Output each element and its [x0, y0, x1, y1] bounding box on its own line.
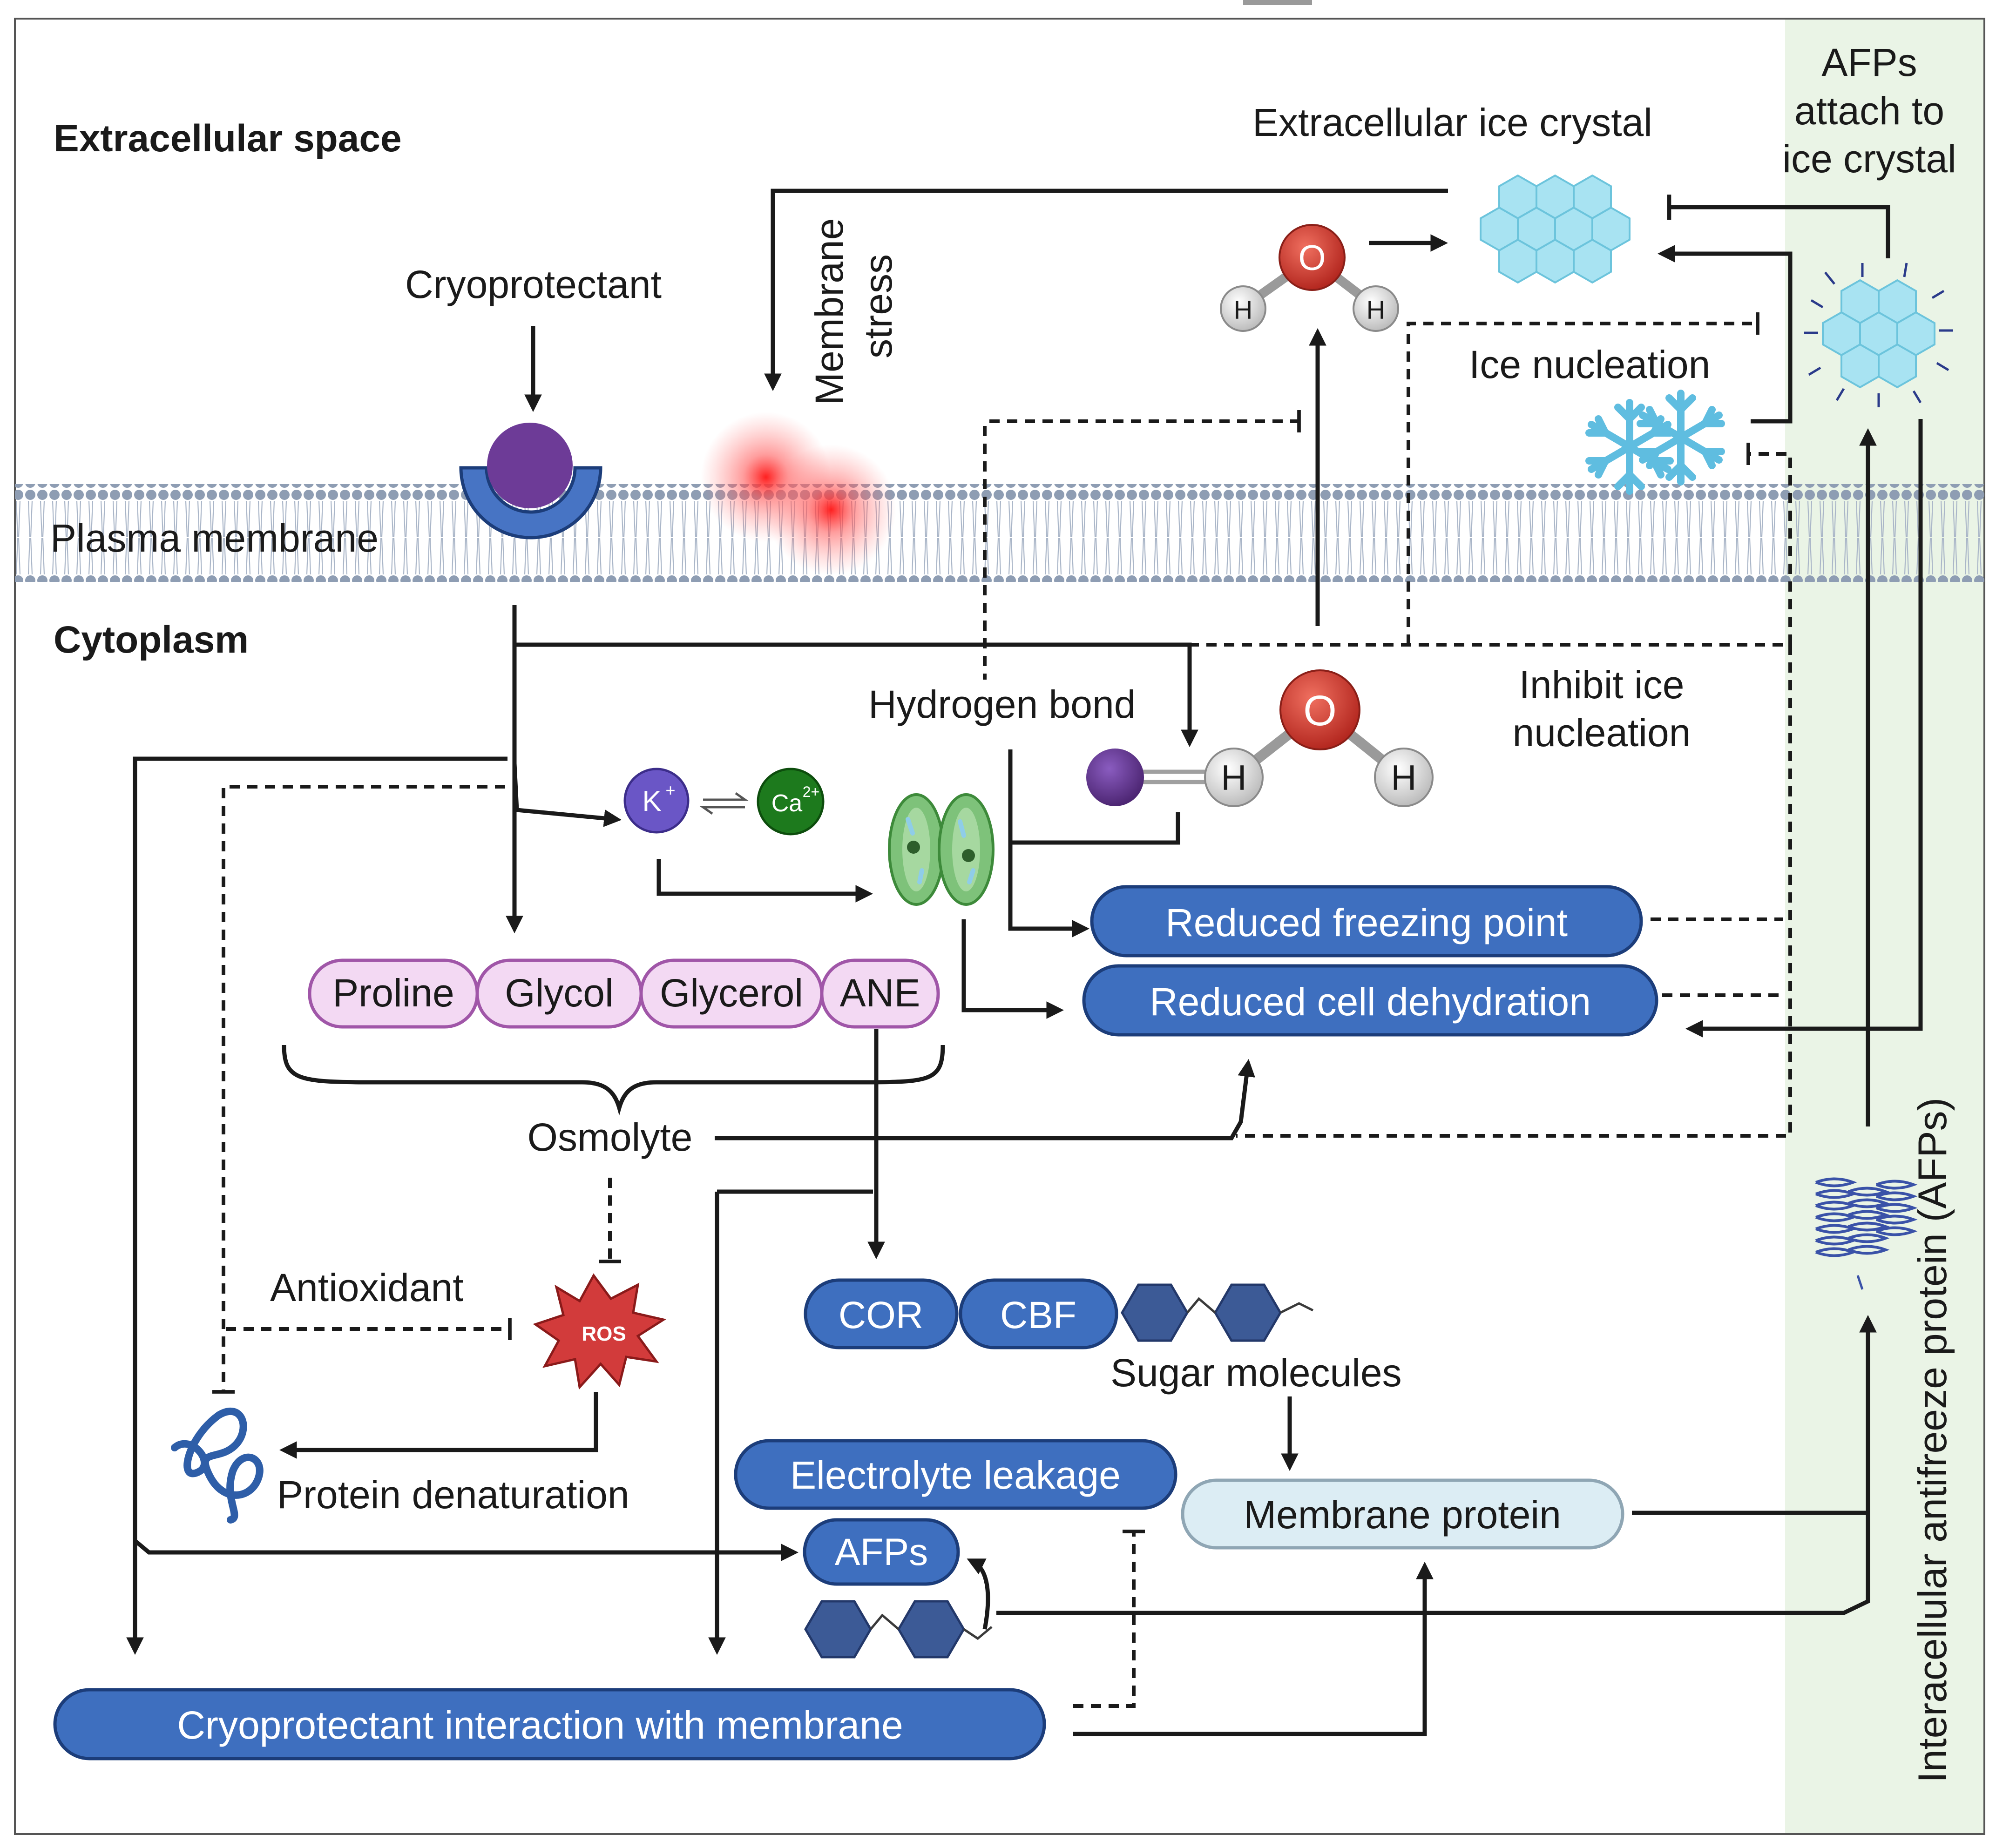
plasma-membrane-label: Plasma membrane: [50, 516, 379, 560]
ros-burst-icon: ROS: [533, 1273, 667, 1390]
osmolyte-pill-ane: [820, 958, 940, 1029]
cryoprotectant-molecule: [487, 423, 573, 508]
calcium-charge: 2+: [803, 783, 819, 800]
afps-attach-label-1: AFPs: [1821, 40, 1917, 84]
extracellular-ice-crystal-label: Extracellular ice crystal: [1252, 101, 1652, 144]
cor-box: COR: [804, 1278, 959, 1349]
osmolyte-ane: ANE: [840, 971, 920, 1015]
potassium-ion: [623, 768, 690, 834]
cryoprotectant-receptor: [459, 423, 602, 540]
extracellular-space-label: Extracellular space: [54, 117, 402, 160]
frame: [14, 18, 1985, 1835]
snowflake-icon: [1585, 390, 1725, 495]
sugar-chain-top: [1121, 1283, 1314, 1342]
inhibit-ice-label-1: Inhibit ice: [1519, 663, 1685, 707]
afps-attach-label-3: ice crystal: [1782, 137, 1956, 181]
osmolyte-glycerol: Glycerol: [660, 971, 803, 1015]
calcium-symbol: Ca: [771, 790, 803, 817]
reduced-cell-dehydration-box: Reduced cell dehydration: [1082, 964, 1658, 1037]
cytoplasm-label: Cytoplasm: [54, 619, 249, 661]
protein-denaturation-label: Protein denaturation: [277, 1473, 629, 1517]
hydrogen-bond-molecule: O H H: [1086, 669, 1434, 807]
hydrogen-bond-label: Hydrogen bond: [868, 682, 1136, 726]
osmolyte-brace: [282, 1045, 945, 1116]
hydrogen-atom-top-right: H: [1367, 295, 1385, 324]
membrane-stress-glow: [701, 412, 896, 575]
interacellular-afp-label: Interacellular antifreeze protein (AFPs): [1910, 1098, 1955, 1783]
afp-protein-icon: [1815, 1177, 1918, 1290]
cbf-label: CBF: [1000, 1294, 1076, 1336]
antioxidant-label: Antioxidant: [270, 1266, 464, 1309]
membrane-stress-label-2: stress: [856, 254, 900, 358]
sugar-molecules-label: Sugar molecules: [1110, 1351, 1402, 1395]
cryoprotectant-interaction-label: Cryoprotectant interaction with membrane: [177, 1703, 903, 1747]
connectors: [126, 189, 1923, 1736]
ice-crystal-icon: [1480, 174, 1631, 284]
hydrogen-atom-top-left: H: [1234, 295, 1252, 324]
oxygen-atom-bond: O: [1303, 687, 1337, 735]
ice-nucleation-label: Ice nucleation: [1469, 343, 1710, 386]
oxygen-atom-top: O: [1298, 238, 1326, 278]
afps-label: AFPs: [835, 1531, 928, 1573]
osmolyte-proline: Proline: [332, 971, 454, 1015]
potassium-charge: +: [665, 781, 675, 800]
cor-label: COR: [839, 1294, 923, 1336]
water-molecule-top: O H H: [1220, 0, 1399, 332]
reduced-cell-dehydration-label: Reduced cell dehydration: [1150, 980, 1591, 1024]
sugar-chain-bottom: [804, 1600, 993, 1659]
inhibit-ice-label-2: nucleation: [1513, 711, 1691, 755]
cbf-box: CBF: [959, 1278, 1118, 1349]
electrolyte-leakage-box: Electrolyte leakage: [734, 1439, 1177, 1510]
potassium-symbol: K: [642, 785, 661, 817]
osmolyte-group: Proline Glycol Glycerol ANE: [282, 958, 945, 1116]
afps-box: AFPs: [803, 1518, 960, 1586]
ion-exchange: K + Ca 2+: [623, 768, 825, 836]
hydrogen-atom-bond-left: H: [1221, 758, 1247, 798]
guard-cells-icon: [888, 793, 995, 906]
membrane-protein-label: Membrane protein: [1244, 1493, 1561, 1537]
afps-attach-label-2: attach to: [1794, 89, 1944, 133]
cryoprotectant-label: Cryoprotectant: [405, 263, 662, 306]
cryoprotectant-interaction-box: Cryoprotectant interaction with membrane: [53, 1688, 1046, 1760]
ros-label: ROS: [582, 1322, 626, 1345]
membrane-stress-label-1: Membrane: [807, 218, 851, 405]
plasma-membrane: [15, 484, 1984, 582]
osmolyte-label: Osmolyte: [528, 1115, 693, 1159]
membrane-protein-box: Membrane protein: [1181, 1478, 1624, 1550]
calcium-ion: [757, 768, 825, 836]
reduced-freezing-point-box: Reduced freezing point: [1090, 885, 1643, 958]
reduced-freezing-point-label: Reduced freezing point: [1165, 901, 1568, 944]
afp-coated-ice-crystal-icon: [1804, 263, 1953, 407]
electrolyte-leakage-label: Electrolyte leakage: [790, 1453, 1121, 1497]
hydrogen-atom-bond-right: H: [1391, 758, 1417, 798]
osmolyte-glycol: Glycol: [505, 971, 613, 1015]
denatured-protein-icon: [171, 1407, 264, 1524]
